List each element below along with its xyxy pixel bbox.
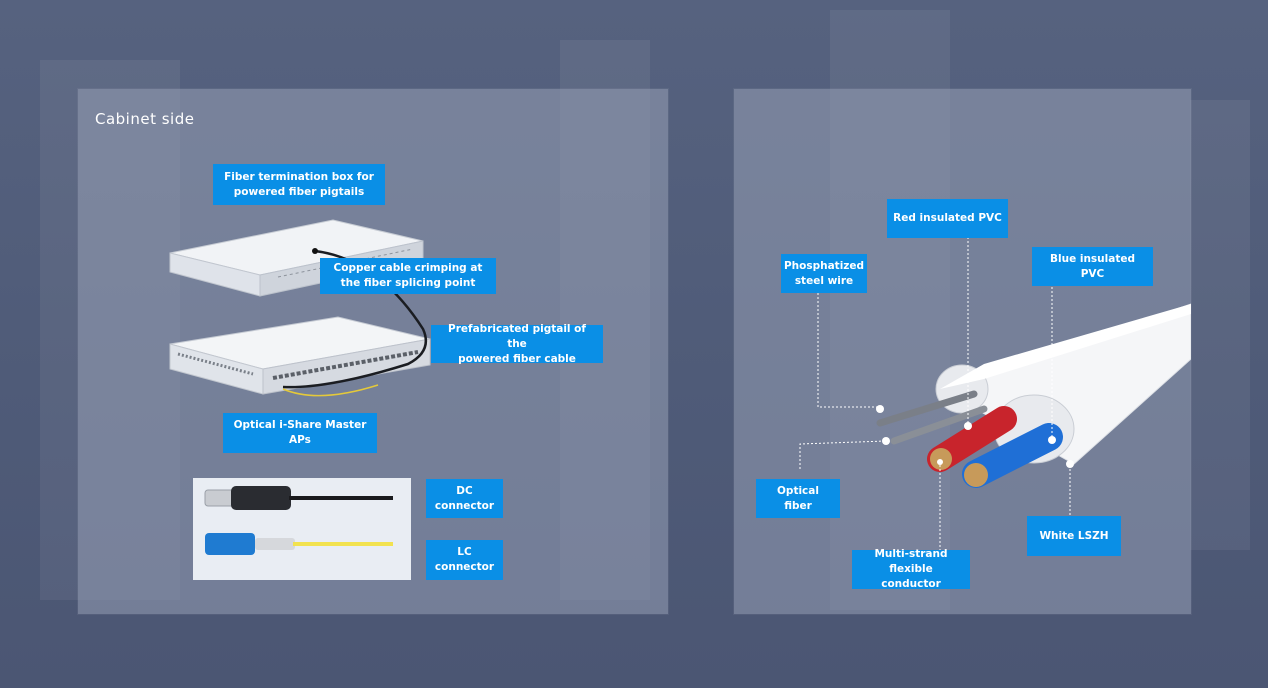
label-red-insulated-pvc: Red insulated PVC — [887, 199, 1008, 238]
cable-cross-section-illustration — [799, 237, 1191, 551]
label-prefabricated-pigtail: Prefabricated pigtail of the powered fib… — [431, 323, 603, 365]
dc-connector-image — [204, 486, 393, 510]
background-building — [1190, 100, 1250, 550]
cabinet-side-panel: Cabinet side — [78, 89, 668, 614]
label-phosphatized-steel-wire: Phosphatized steel wire — [781, 254, 867, 293]
label-master-aps: Optical i-Share Master APs — [223, 413, 377, 453]
cabinet-equipment-illustration — [169, 219, 431, 397]
label-multi-strand-conductor: Multi-strand flexible conductor — [852, 548, 970, 590]
blue-conductor-image — [962, 423, 1063, 488]
label-lc-connector: LC connector — [426, 540, 503, 580]
red-conductor-image — [927, 406, 1017, 472]
label-white-lszh: White LSZH — [1027, 516, 1121, 556]
label-fiber-termination-box: Fiber termination box for powered fiber … — [213, 164, 385, 205]
label-dc-connector: DC connector — [426, 479, 503, 518]
panel-title: Cabinet side — [95, 110, 195, 128]
master-ap-switch-image — [169, 316, 431, 395]
connector-photo — [193, 478, 411, 580]
label-optical-fiber: Optical fiber — [756, 479, 840, 518]
label-copper-crimping: Copper cable crimping at the fiber splic… — [320, 258, 496, 294]
lc-connector-image — [205, 533, 393, 555]
cable-structure-panel: Red insulated PVC Phosphatized steel wir… — [734, 89, 1191, 614]
label-blue-insulated-pvc: Blue insulated PVC — [1032, 247, 1153, 286]
